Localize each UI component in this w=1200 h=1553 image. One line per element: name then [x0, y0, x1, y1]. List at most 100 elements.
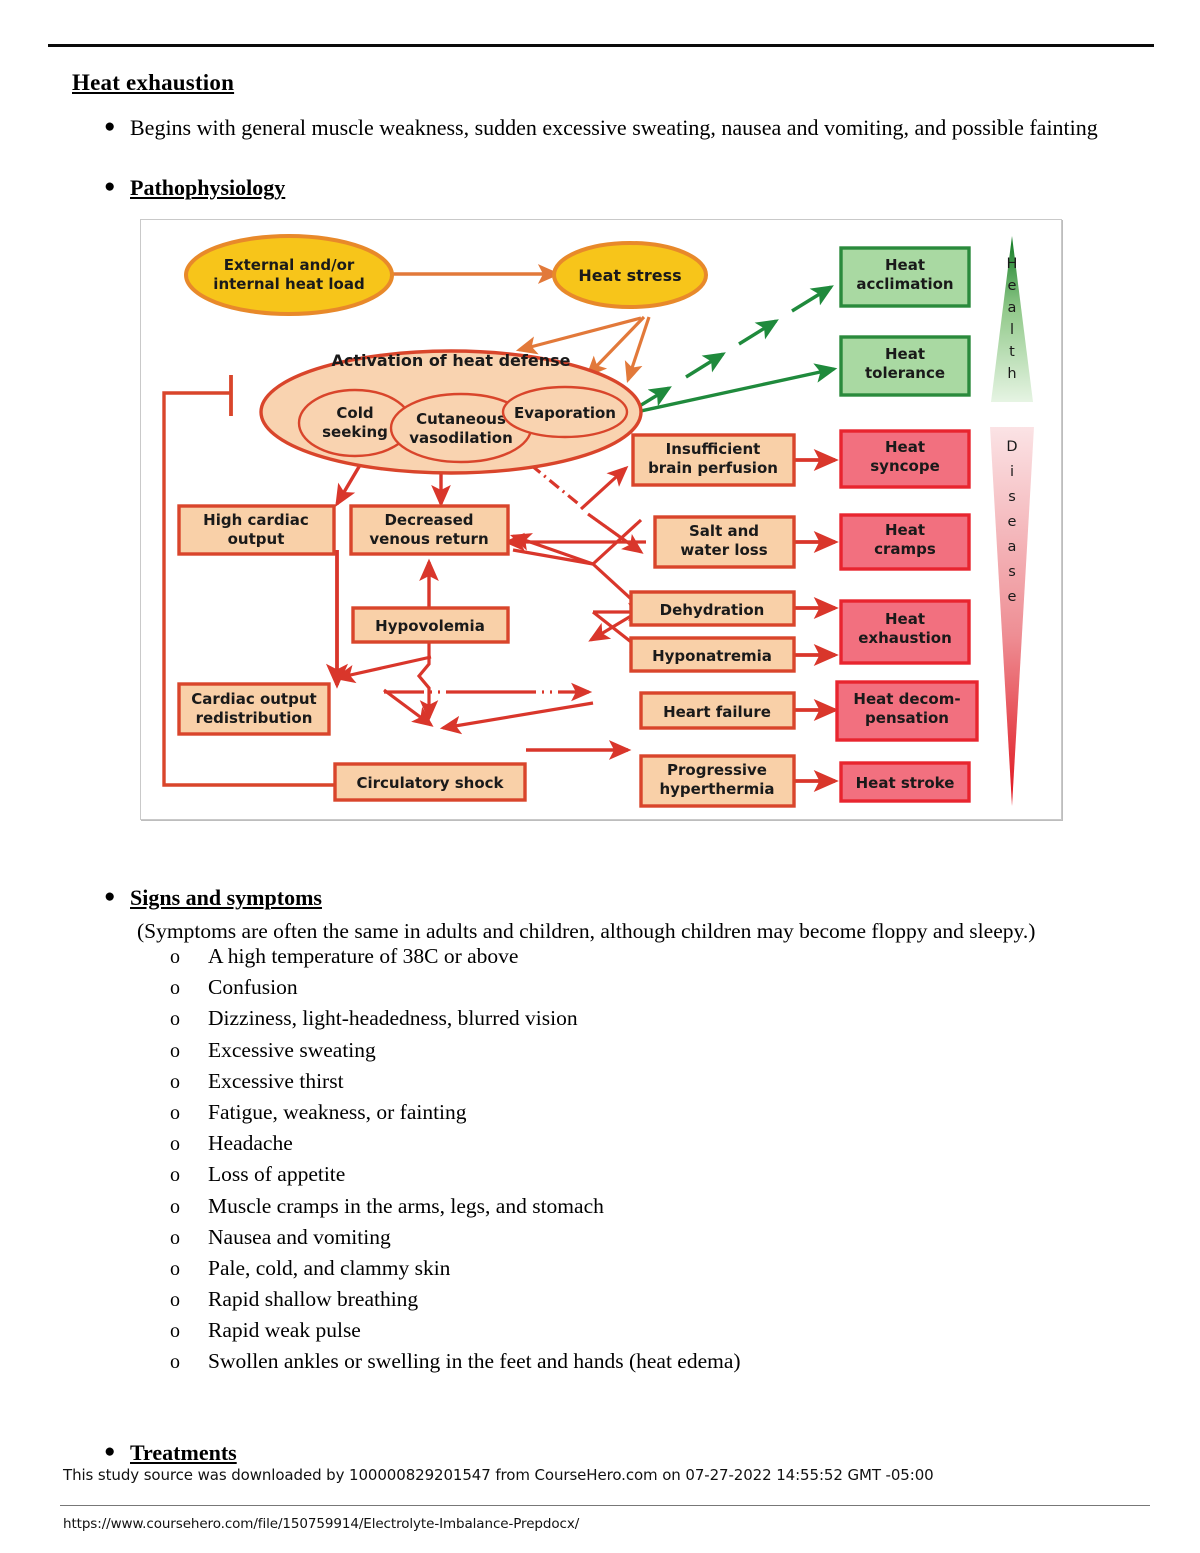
scale-letter: l	[1010, 322, 1014, 338]
node-hyponatremia: Hyponatremia	[629, 636, 796, 673]
list-item: o Confusion	[170, 975, 1130, 1006]
node-label: output	[228, 530, 285, 548]
list-item: o Rapid shallow breathing	[170, 1287, 1130, 1318]
list-item-label: Fatigue, weakness, or fainting	[208, 1099, 467, 1124]
scale-letter: s	[1008, 564, 1016, 580]
bullet-label: Treatments	[130, 1440, 237, 1465]
sub-bullet-marker-icon: o	[170, 1257, 180, 1280]
node-label: hyperthermia	[659, 780, 774, 798]
node-heat-exhaustion: Heat exhaustion	[839, 599, 971, 665]
scale-letter: s	[1008, 489, 1016, 505]
source-url: https://www.coursehero.com/file/15075991…	[63, 1516, 580, 1532]
node-progressive-hyperthermia: Progressive hyperthermia	[639, 754, 796, 808]
bullet-item-begins: ● Begins with general muscle weakness, s…	[100, 112, 1110, 143]
bullet-label: Signs and symptoms	[130, 885, 322, 910]
node-high-cardiac-output: High cardiac output	[177, 504, 336, 556]
list-item: o Nausea and vomiting	[170, 1225, 1130, 1256]
sub-bullet-marker-icon: o	[170, 1101, 180, 1124]
coursehero-watermark: This study source was downloaded by 1000…	[63, 1466, 934, 1484]
scale-letter: D	[1006, 439, 1017, 455]
page-top-rule	[48, 44, 1154, 47]
scale-health-triangle: H e a l t h	[991, 236, 1033, 402]
node-heat-syncope: Heat syncope	[839, 429, 971, 489]
node-label: Dehydration	[660, 601, 765, 619]
node-label: water loss	[680, 541, 767, 559]
list-item-label: A high temperature of 38C or above	[208, 944, 519, 968]
node-circulatory-shock: Circulatory shock	[333, 762, 527, 802]
list-item: o Muscle cramps in the arms, legs, and s…	[170, 1194, 1130, 1225]
node-label: Activation of heat defense	[332, 351, 571, 370]
scale-letter: i	[1010, 464, 1014, 480]
list-item-label: Headache	[208, 1131, 293, 1156]
sub-bullet-marker-icon: o	[170, 1320, 180, 1343]
sub-bullet-marker-icon: o	[170, 1289, 180, 1312]
scale-letter: e	[1008, 278, 1017, 294]
node-label: Heat decom-	[853, 690, 960, 708]
pathophysiology-diagram: External and/or internal heat load Heat …	[140, 219, 1062, 820]
node-hypovolemia: Hypovolemia	[351, 606, 510, 644]
sub-bullet-marker-icon: o	[170, 977, 180, 1000]
list-item-label: Dizziness, light-headedness, blurred vis…	[208, 1006, 578, 1031]
node-heat-acclimation: Heat acclimation	[839, 246, 971, 308]
node-heat-cramps: Heat cramps	[839, 513, 971, 571]
node-label: Decreased	[384, 511, 473, 529]
bullet-item-signs-and-symptoms: ● Signs and symptoms	[100, 882, 800, 913]
node-label: Cardiac output	[191, 690, 316, 708]
bullet-label: Pathophysiology	[130, 175, 286, 200]
symptoms-note: (Symptoms are often the same in adults a…	[137, 919, 1036, 943]
node-heat-stress: Heat stress	[552, 241, 708, 309]
list-item: o Pale, cold, and clammy skin	[170, 1256, 1130, 1287]
bullet-marker-icon: ●	[104, 176, 116, 197]
node-heart-failure: Heart failure	[639, 691, 796, 730]
node-heat-stroke: Heat stroke	[839, 761, 971, 803]
scale-letter: a	[1008, 539, 1017, 555]
list-item: o Headache	[170, 1131, 1130, 1162]
bullet-label: Begins with general muscle weakness, sud…	[130, 115, 1098, 140]
node-label: Hypovolemia	[375, 617, 485, 635]
list-item-label: Nausea and vomiting	[208, 1224, 391, 1249]
sub-bullet-marker-icon: o	[170, 1226, 180, 1249]
node-label: pensation	[865, 709, 949, 727]
list-item: o A high temperature of 38C or above	[170, 944, 1130, 975]
list-item-label: Rapid weak pulse	[208, 1318, 361, 1343]
page-bottom-rule	[60, 1505, 1150, 1506]
node-label: exhaustion	[858, 629, 952, 647]
node-label: redistribution	[196, 709, 313, 727]
node-label: Heat	[885, 438, 925, 456]
sub-bullet-marker-icon: o	[170, 1351, 180, 1374]
sub-bullet-marker-icon: o	[170, 946, 180, 968]
node-label: Heart failure	[663, 703, 771, 721]
node-label: tolerance	[865, 364, 945, 382]
node-label: vasodilation	[409, 429, 513, 447]
list-item-label: Loss of appetite	[208, 1162, 346, 1187]
bullet-marker-icon: ●	[104, 116, 116, 137]
list-item: o Excessive thirst	[170, 1069, 1130, 1100]
node-heat-tolerance: Heat tolerance	[839, 335, 971, 397]
scale-letter: h	[1007, 366, 1016, 382]
node-salt-and-water-loss: Salt and water loss	[653, 515, 796, 569]
list-item-label: Muscle cramps in the arms, legs, and sto…	[208, 1193, 604, 1218]
bullet-marker-icon: ●	[104, 886, 116, 907]
node-heat-load: External and/or internal heat load	[184, 234, 394, 316]
list-item: o Swollen ankles or swelling in the feet…	[170, 1349, 1130, 1380]
node-heat-decompensation: Heat decom- pensation	[835, 680, 979, 742]
scale-letter: a	[1008, 300, 1017, 316]
bullet-item-pathophysiology: ● Pathophysiology	[100, 172, 700, 203]
node-label: venous return	[369, 530, 488, 548]
list-item-label: Pale, cold, and clammy skin	[208, 1255, 451, 1280]
list-item-label: Swollen ankles or swelling in the feet a…	[208, 1349, 741, 1374]
list-item: o Rapid weak pulse	[170, 1318, 1130, 1349]
list-item: o Fatigue, weakness, or fainting	[170, 1100, 1130, 1131]
node-label: Insufficient	[666, 440, 761, 458]
node-label: Cutaneous	[416, 410, 506, 428]
node-label: External and/or	[224, 256, 355, 274]
node-label: Heat stroke	[856, 774, 955, 792]
diagram-arrows-orange	[387, 264, 651, 384]
scale-letter: e	[1008, 589, 1017, 605]
node-label: Heat	[885, 256, 925, 274]
bullet-marker-icon: ●	[104, 1441, 116, 1462]
node-label: internal heat load	[213, 275, 364, 293]
node-dehydration: Dehydration	[629, 590, 796, 627]
node-label: Circulatory shock	[356, 774, 504, 792]
list-item-label: Excessive sweating	[208, 1037, 376, 1062]
